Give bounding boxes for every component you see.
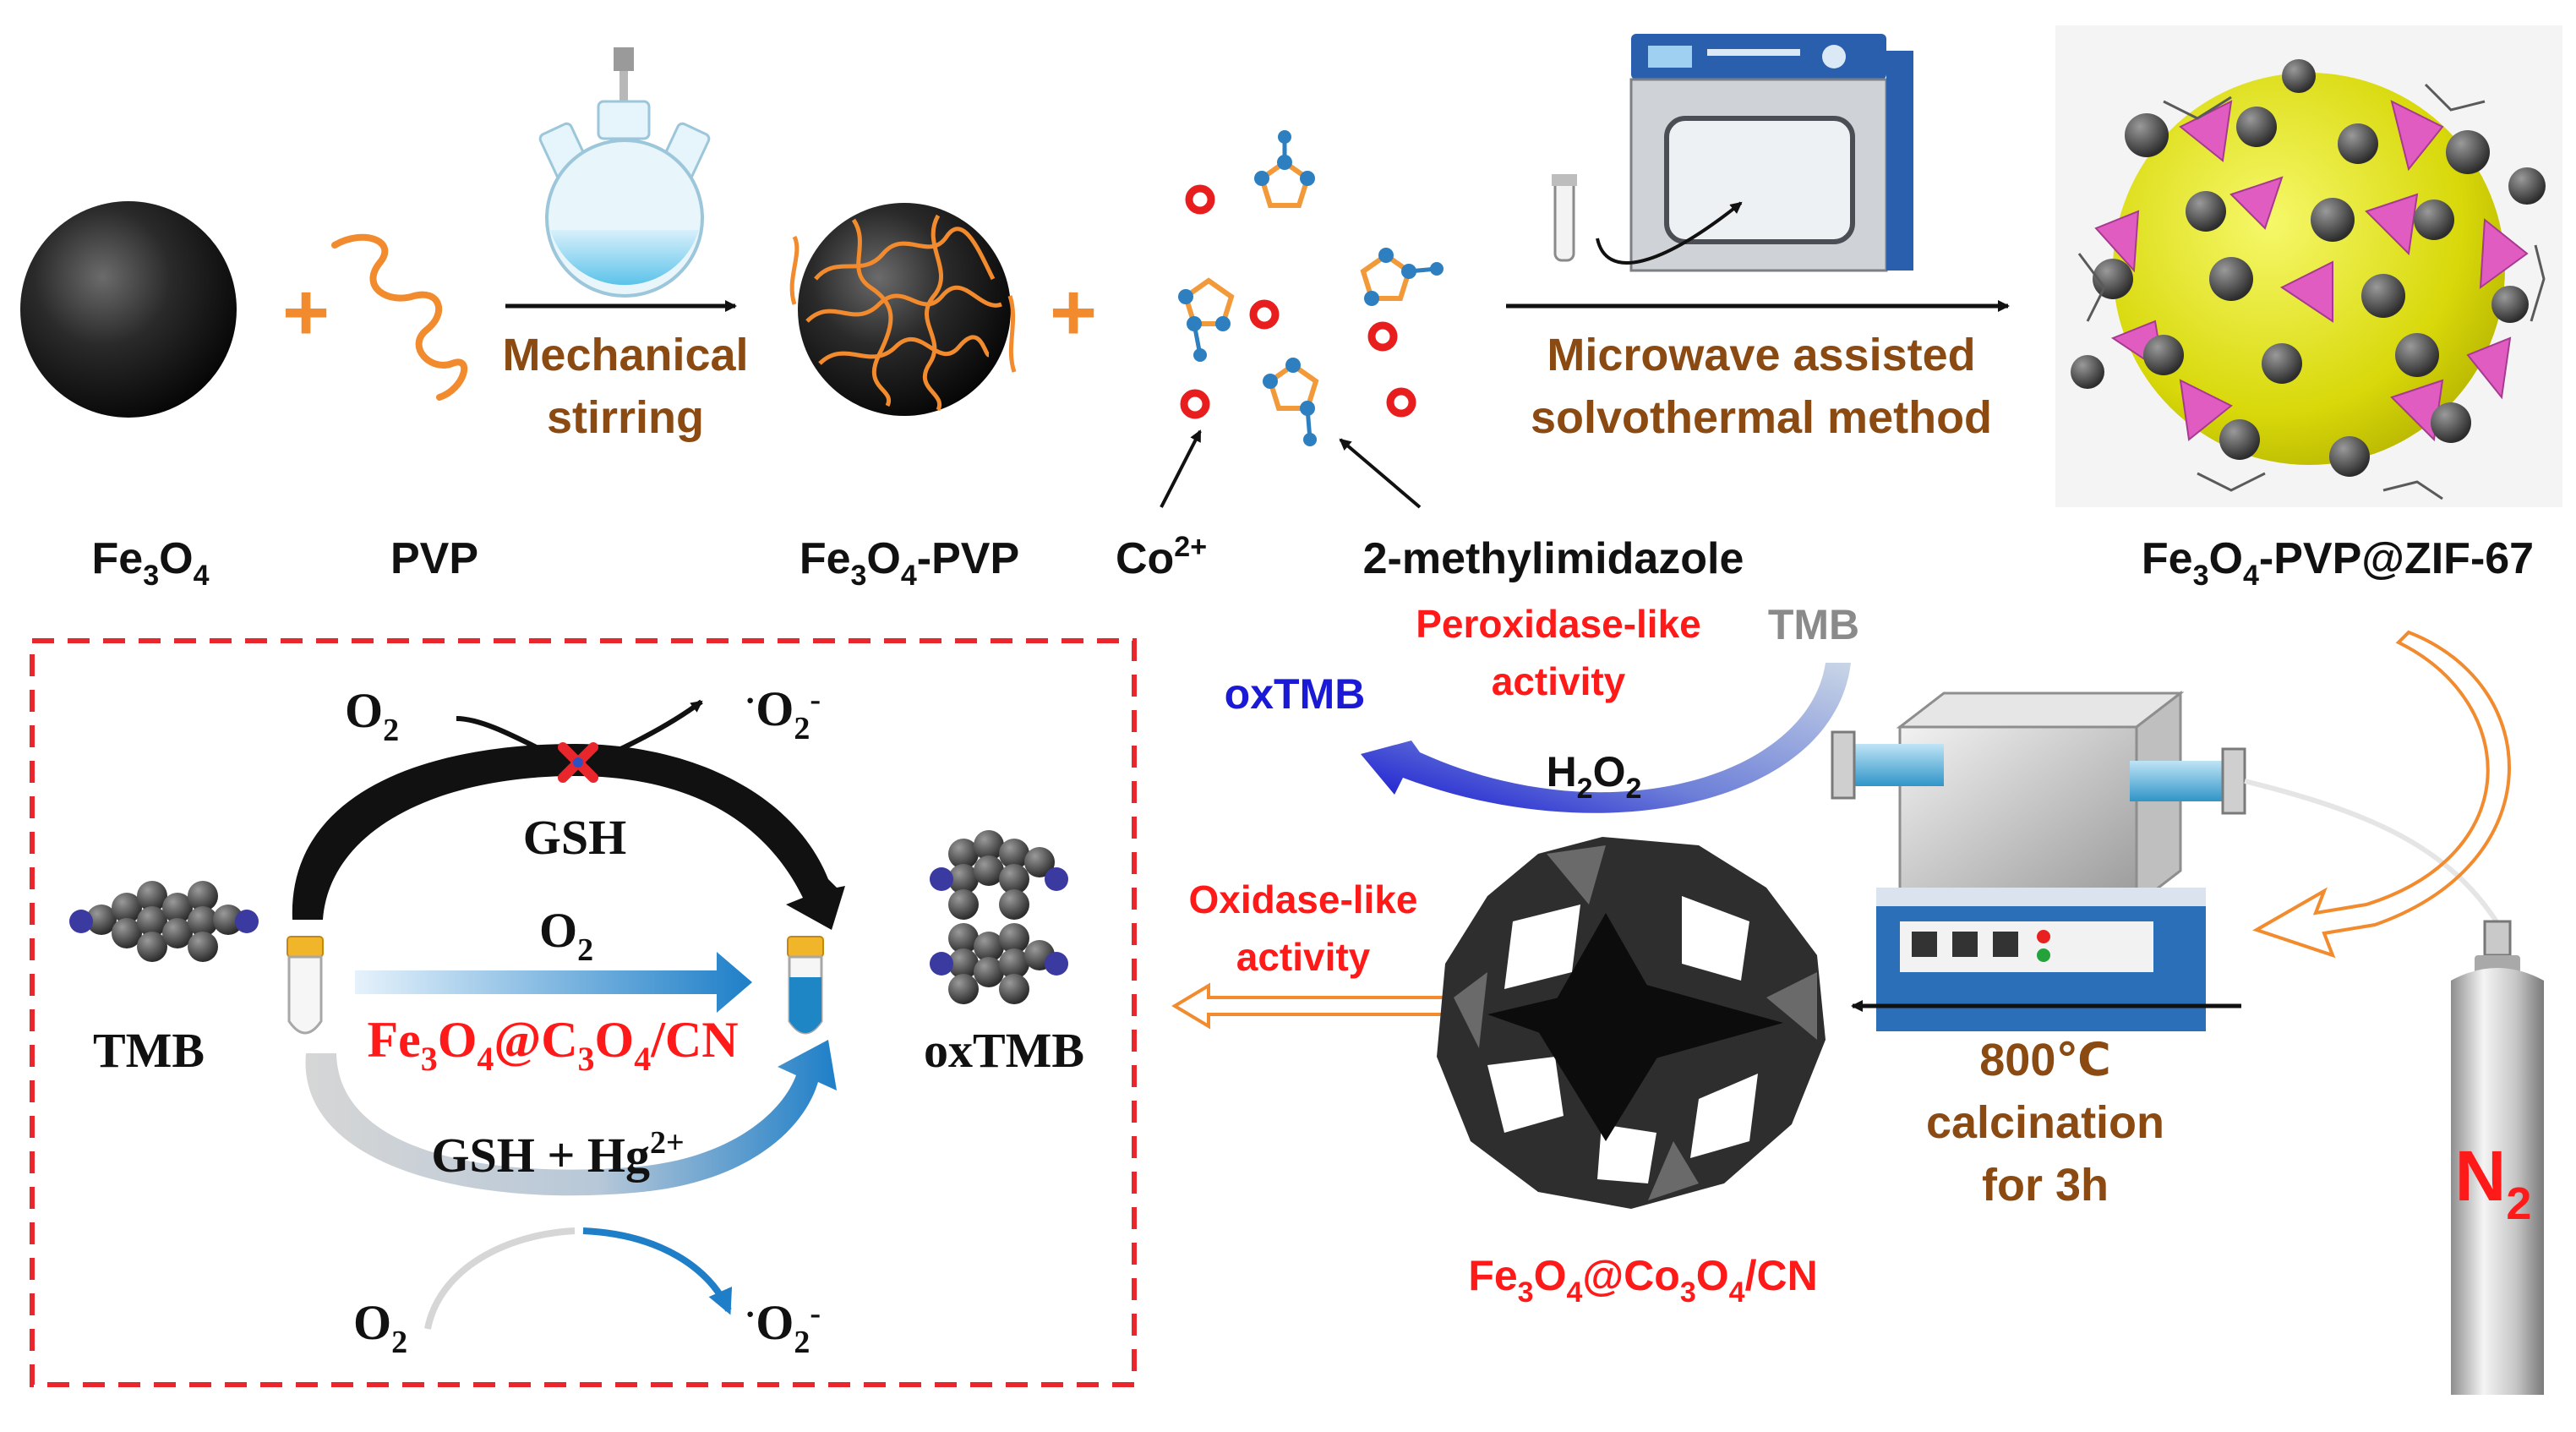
zif67-composite-sphere	[2055, 25, 2562, 507]
microwave-label-line1: Microwave assisted	[1547, 330, 1975, 380]
label-fe3o4-pvp: Fe3O4-PVP	[800, 534, 1019, 592]
product-label: Fe3O4@Co3O4/CN	[1468, 1252, 1817, 1309]
fe3o4-sphere	[20, 201, 237, 418]
box-gsh-hg-label: GSH + Hg2+	[431, 1125, 684, 1183]
box-o2-center: O2	[539, 903, 593, 968]
calcination-temp: 800℃	[1979, 1035, 2111, 1085]
tmb-molecule-icon	[69, 881, 259, 962]
o2-curve-bottom-left	[424, 1227, 576, 1330]
peroxidase-reaction-arrow	[1361, 663, 1851, 813]
mechanical-stirring-label-line2: stirring	[547, 392, 704, 443]
three-neck-flask-icon	[538, 47, 711, 298]
methylimidazole-molecules	[1178, 130, 1444, 446]
oxidase-hollow-arrow	[1171, 982, 1455, 1030]
microwave-label-line2: solvothermal method	[1531, 392, 1992, 443]
co-ion-pointer	[1160, 429, 1202, 508]
tmb-label-gray: TMB	[1768, 601, 1859, 648]
microwave-reactor-icon	[1552, 34, 1913, 272]
fe3o4-pvp-sphere	[789, 203, 1017, 416]
label-pvp: PVP	[390, 534, 478, 583]
calcination-duration: for 3h	[1982, 1160, 2109, 1211]
label-fe3o4: Fe3O4	[92, 534, 210, 592]
n2-gas-cylinder-icon	[2451, 920, 2544, 1395]
label-co-ion: Co2+	[1116, 531, 1207, 583]
tube-furnace-icon	[1831, 690, 2246, 1031]
peroxidase-label-line2: activity	[1492, 659, 1626, 703]
oxtmb-label-blue: oxTMB	[1225, 670, 1366, 718]
oxidase-label-line2: activity	[1236, 935, 1371, 979]
box-o2-top-left: O2	[345, 683, 399, 748]
vial-blue-icon	[787, 936, 824, 1035]
blocked-oxidation-arrow	[292, 744, 845, 930]
box-tmb-label: TMB	[93, 1023, 205, 1078]
plus-sign-1: +	[282, 267, 330, 358]
box-superoxide-top-right: ·O2-	[745, 681, 821, 746]
gas-line	[2244, 779, 2504, 932]
zif-to-furnace-hollow-arrow	[2252, 630, 2511, 959]
co-ion-markers	[1180, 184, 1416, 419]
restored-oxidation-arrow	[305, 1040, 838, 1196]
pvp-polymer-chain	[331, 233, 468, 401]
oxidase-label-line1: Oxidase-like	[1188, 877, 1417, 921]
vial-colorless-icon	[287, 936, 324, 1035]
box-o2-bottom-left: O2	[353, 1295, 407, 1360]
calcination-label: calcination	[1926, 1097, 2164, 1148]
box-oxtmb-label: oxTMB	[924, 1023, 1084, 1078]
box-gsh-top: GSH	[523, 810, 627, 865]
cross-center-dot	[573, 757, 583, 768]
ligand-pointer	[1339, 438, 1422, 509]
peroxidase-label-line1: Peroxidase-like	[1416, 602, 1701, 646]
plus-sign-2: +	[1050, 267, 1097, 358]
label-fe3o4-pvp-zif67: Fe3O4-PVP@ZIF-67	[2142, 534, 2534, 592]
reaction-mechanism-box	[30, 638, 1137, 1387]
n2-label: N2	[2455, 1136, 2532, 1229]
h2o2-label: H2O2	[1547, 748, 1642, 805]
o2-curve-bottom-right	[582, 1227, 733, 1315]
oxtmb-molecule-icon	[930, 830, 1068, 1004]
mechanical-stirring-label-line1: Mechanical	[502, 330, 748, 380]
label-2-methylimidazole: 2-methylimidazole	[1363, 534, 1744, 583]
box-superoxide-bottom-right: ·O2-	[745, 1295, 821, 1360]
box-catalyst-label: Fe3O4@C3O4/CN	[367, 1012, 738, 1078]
catalyst-arrow	[355, 952, 752, 1013]
fe3o4-co3o4-cn-polyhedron	[1437, 837, 1826, 1209]
